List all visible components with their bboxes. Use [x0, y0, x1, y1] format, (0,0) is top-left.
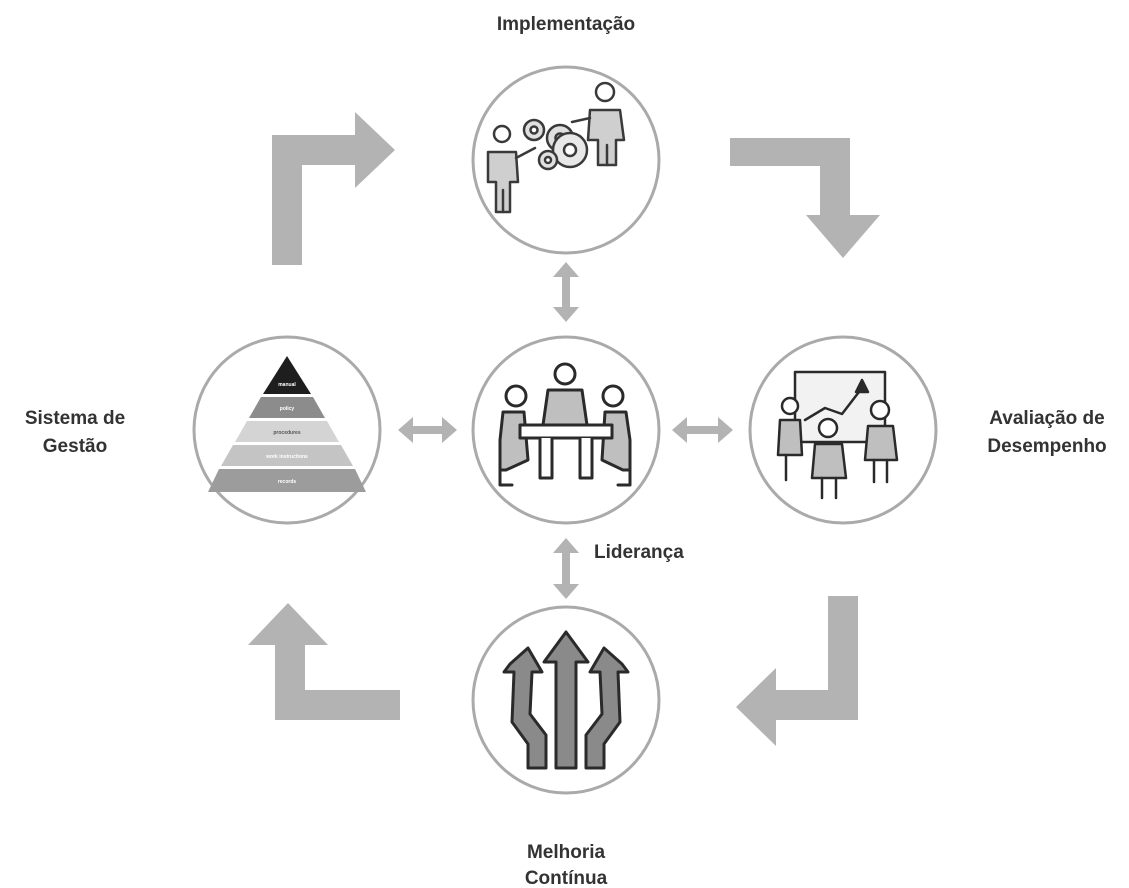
pyramid-level-3	[235, 421, 339, 442]
pyramid-level-2	[249, 397, 325, 418]
label-continuous-improvement-line2: Contínua	[525, 868, 608, 888]
double-arrow-right	[672, 417, 733, 443]
three-arrows-icon	[502, 630, 630, 770]
pyramid-label-3: procedures	[273, 430, 300, 436]
double-arrow-left	[398, 417, 457, 443]
pyramid-level-5	[208, 469, 366, 492]
label-management-system-line2: Gestão	[43, 436, 107, 457]
pyramid-icon: manual policy procedures work instructio…	[208, 356, 366, 492]
label-performance-evaluation-line2: Desempenho	[987, 436, 1106, 457]
connector-arrows	[398, 262, 733, 599]
cycle-arrow-bottom-left	[248, 603, 400, 720]
double-arrow-bottom	[553, 538, 579, 599]
cycle-arrow-bottom-right	[736, 596, 858, 746]
label-leadership: Liderança	[594, 542, 684, 563]
pyramid-label-2: policy	[280, 406, 295, 412]
meeting-icon	[498, 362, 632, 487]
pyramid-level-4	[221, 445, 353, 466]
people-gears-icon	[486, 81, 626, 214]
cycle-arrow-top-left	[272, 112, 395, 265]
pyramid-label-5: records	[278, 479, 297, 485]
pyramid-label-1: manual	[278, 382, 296, 388]
label-management-system-line1: Sistema de	[25, 408, 125, 429]
cycle-arrows	[248, 112, 880, 746]
label-implementation: Implementação	[497, 14, 635, 35]
double-arrow-top	[553, 262, 579, 322]
label-performance-evaluation-line1: Avaliação de	[989, 408, 1104, 429]
label-continuous-improvement-line1: Melhoria	[527, 842, 606, 863]
presentation-icon	[776, 370, 899, 500]
cycle-arrow-top-right	[730, 138, 880, 258]
pyramid-label-4: work instructions	[265, 454, 308, 460]
pyramid-level-1	[263, 356, 311, 394]
